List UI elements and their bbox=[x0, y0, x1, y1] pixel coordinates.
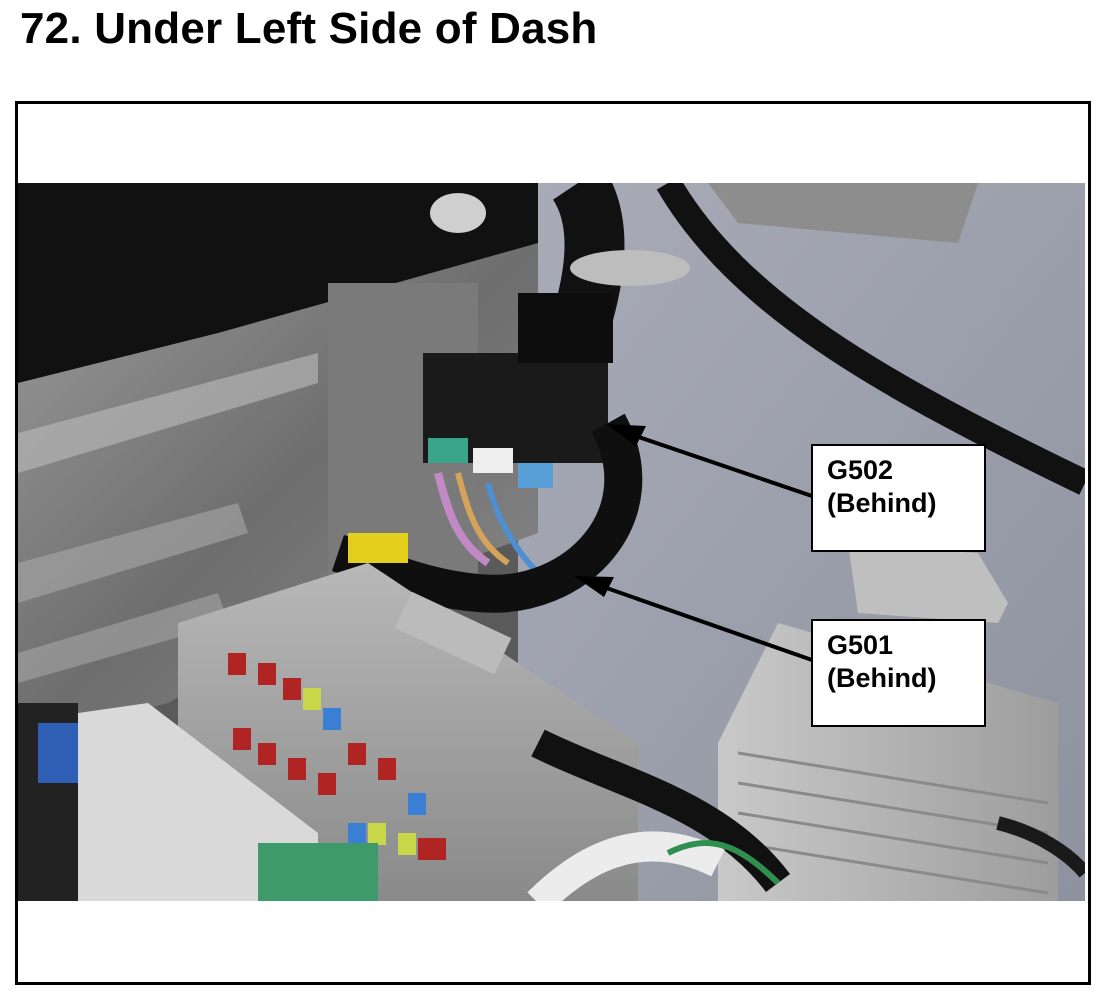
photo-image bbox=[18, 183, 1085, 901]
page-title: 72. Under Left Side of Dash bbox=[20, 4, 598, 53]
callout-g501-id: G501 bbox=[827, 630, 894, 660]
dash-photo bbox=[18, 183, 1085, 901]
callout-g502: G502 (Behind) bbox=[811, 444, 986, 552]
callout-g501: G501 (Behind) bbox=[811, 619, 986, 727]
callout-g502-id: G502 bbox=[827, 455, 894, 485]
callout-g501-note: (Behind) bbox=[827, 663, 937, 693]
callout-g502-note: (Behind) bbox=[827, 488, 937, 518]
